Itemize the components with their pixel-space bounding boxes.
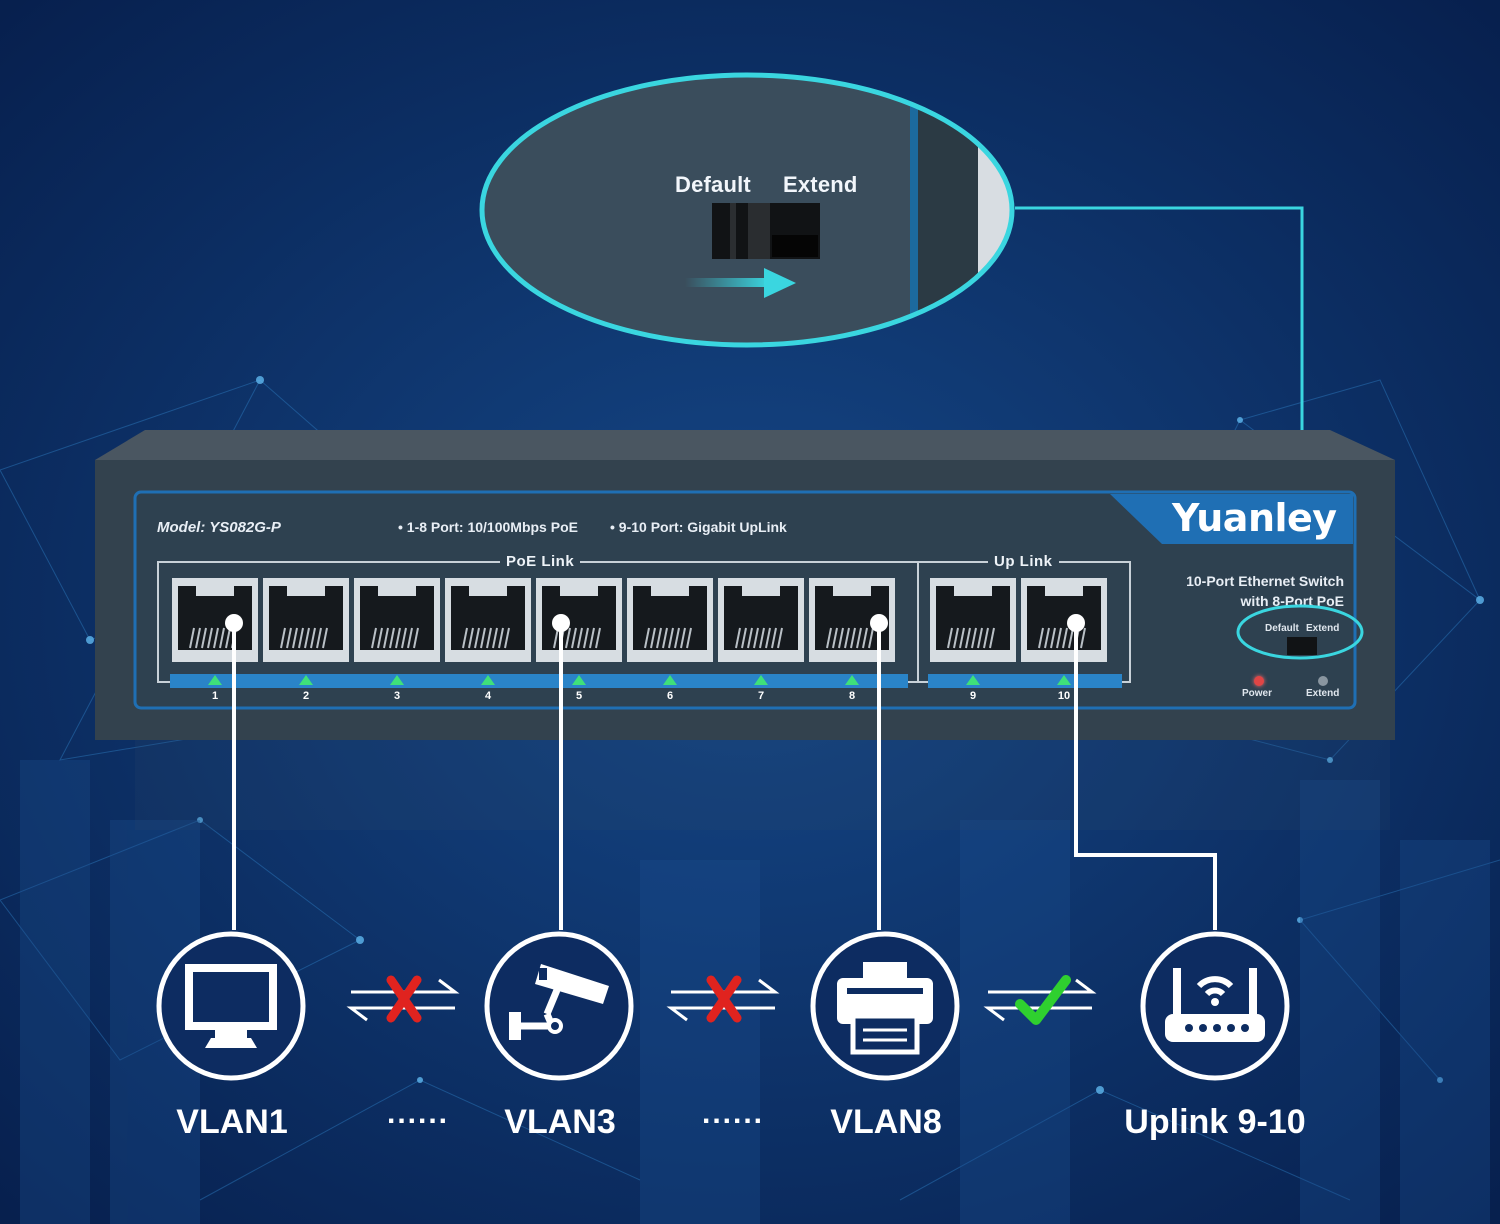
port-number: 8 (848, 690, 856, 702)
power-led-label: Power (1242, 688, 1273, 699)
port-number: 3 (393, 690, 401, 702)
port-number: 6 (666, 690, 674, 702)
panel-default-label: Default (1265, 623, 1299, 634)
vlan8-label: VLAN8 (830, 1103, 942, 1141)
uplink-device-label: Uplink 9-10 (1124, 1103, 1306, 1141)
extend-led (1318, 676, 1328, 686)
port-led-6 (663, 675, 677, 685)
router-icon (1140, 931, 1290, 1081)
port-led-10 (1057, 675, 1071, 685)
rj45-port-5[interactable] (536, 578, 622, 662)
port-led-4 (481, 675, 495, 685)
uplink-label: Up Link (988, 553, 1059, 570)
dip-switch-zoomed (712, 203, 820, 259)
dip-switch[interactable] (1287, 637, 1317, 655)
printer-icon (810, 931, 960, 1081)
rj45-port-2[interactable] (263, 578, 349, 662)
power-led (1254, 676, 1264, 686)
poe-link-label: PoE Link (500, 553, 581, 570)
vlan1-label: VLAN1 (176, 1103, 288, 1141)
rj45-port-9[interactable] (930, 578, 1016, 662)
dip-switch-highlight (1236, 604, 1364, 660)
extend-led-label: Extend (1306, 688, 1340, 699)
blocked-icon (666, 975, 780, 1023)
camera-icon (484, 931, 634, 1081)
product-description: 10-Port Ethernet Switch with 8-Port PoE (1120, 571, 1344, 611)
port-led-1 (208, 675, 222, 685)
zoom-default-label: Default (675, 172, 751, 197)
rj45-port-8[interactable] (809, 578, 895, 662)
panel-extend-label: Extend (1306, 623, 1340, 634)
product-description-line1: 10-Port Ethernet Switch (1186, 573, 1344, 589)
ellipsis-separator: ...... (387, 1097, 450, 1130)
spec-poe-ports: • 1-8 Port: 10/100Mbps PoE (398, 519, 578, 535)
blocked-icon (346, 975, 460, 1023)
spec-uplink-ports: • 9-10 Port: Gigabit UpLink (610, 519, 787, 535)
zoom-extend-label: Extend (783, 172, 858, 197)
monitor-icon (156, 931, 306, 1081)
rj45-port-4[interactable] (445, 578, 531, 662)
port-number: 7 (757, 690, 765, 702)
model-label: Model: YS082G-P (157, 519, 281, 536)
ellipsis-separator: ...... (702, 1097, 765, 1130)
vlan3-label: VLAN3 (504, 1103, 616, 1141)
arrow-right-icon (685, 268, 796, 298)
port-led-7 (754, 675, 768, 685)
port-led-8 (845, 675, 859, 685)
rj45-port-6[interactable] (627, 578, 713, 662)
port-number: 10 (1057, 690, 1071, 702)
port-number: 5 (575, 690, 583, 702)
port-number: 9 (969, 690, 977, 702)
rj45-port-10[interactable] (1021, 578, 1107, 662)
allowed-icon (983, 975, 1097, 1025)
port-number: 1 (211, 690, 219, 702)
port-led-5 (572, 675, 586, 685)
rj45-port-3[interactable] (354, 578, 440, 662)
port-led-9 (966, 675, 980, 685)
port-number: 4 (484, 690, 492, 702)
brand-logo: Yuanley (1172, 496, 1337, 540)
port-led-3 (390, 675, 404, 685)
rj45-port-1[interactable] (172, 578, 258, 662)
port-number: 2 (302, 690, 310, 702)
rj45-port-7[interactable] (718, 578, 804, 662)
port-led-2 (299, 675, 313, 685)
product-description-line2: with 8-Port PoE (1240, 593, 1344, 609)
